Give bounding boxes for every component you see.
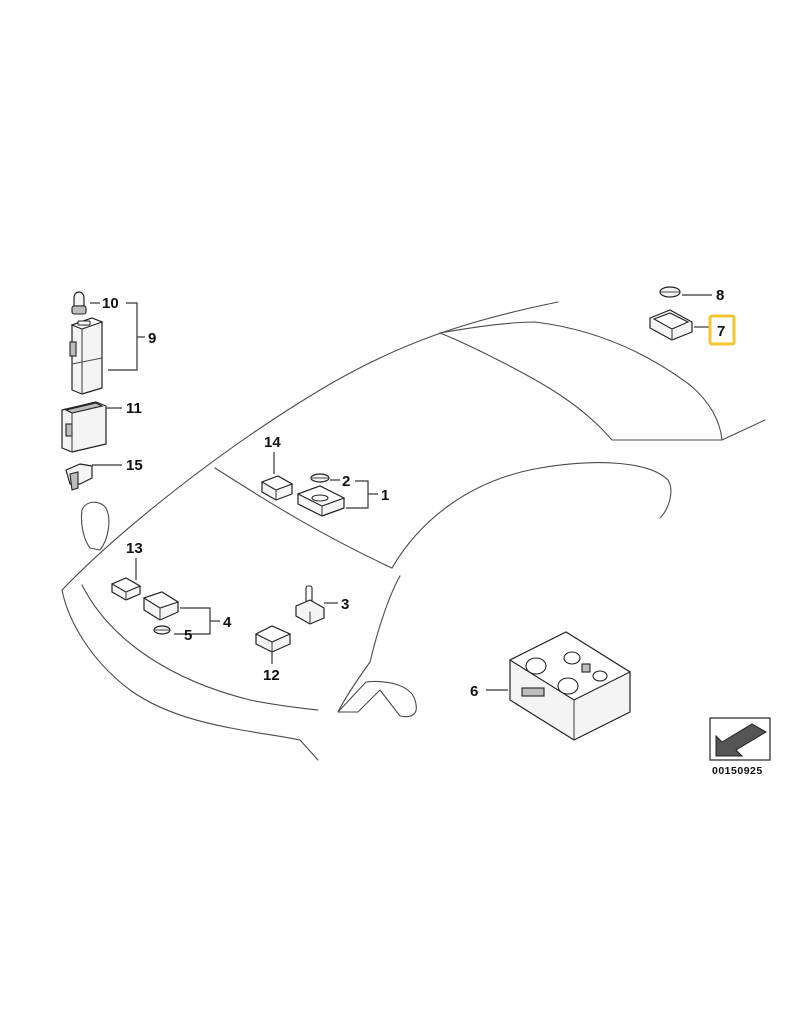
callout-2: 2 <box>342 473 350 490</box>
callout-1: 1 <box>381 487 389 504</box>
callout-7[interactable]: 7 <box>717 323 725 340</box>
part-10-bulb <box>71 291 87 315</box>
part-12-connector <box>254 625 292 653</box>
part-2-bulb <box>310 473 330 483</box>
car-outline <box>61 301 766 761</box>
callout-5: 5 <box>184 627 192 644</box>
part-11-switch-housing <box>61 401 107 453</box>
front-arrow-icon <box>709 717 771 761</box>
callout-12: 12 <box>263 667 280 684</box>
callout-9: 9 <box>148 330 156 347</box>
callout-14: 14 <box>264 434 281 451</box>
part-13-connector <box>110 577 142 601</box>
part-7-interior-light <box>649 309 693 341</box>
part-14-connector <box>260 475 294 501</box>
callout-7-highlight[interactable] <box>708 314 736 346</box>
part-1-interior-light <box>296 485 346 517</box>
callout-3: 3 <box>341 596 349 613</box>
callout-13: 13 <box>126 540 143 557</box>
callout-6: 6 <box>470 683 478 700</box>
callout-8: 8 <box>716 287 724 304</box>
part-3-bulb-socket <box>295 585 325 625</box>
part-8-bulb <box>659 286 681 298</box>
part-6-bulb-kit-box <box>508 631 632 741</box>
part-4-footwell-light <box>142 591 180 621</box>
part-5-bulb <box>153 625 171 635</box>
part-9-light-housing <box>69 317 104 395</box>
callout-4: 4 <box>223 614 232 631</box>
callout-11: 11 <box>126 400 142 417</box>
part-15-clip <box>65 463 93 491</box>
callout-10: 10 <box>102 295 119 312</box>
reference-code: 00150925 <box>712 765 763 777</box>
callout-15: 15 <box>126 457 143 474</box>
